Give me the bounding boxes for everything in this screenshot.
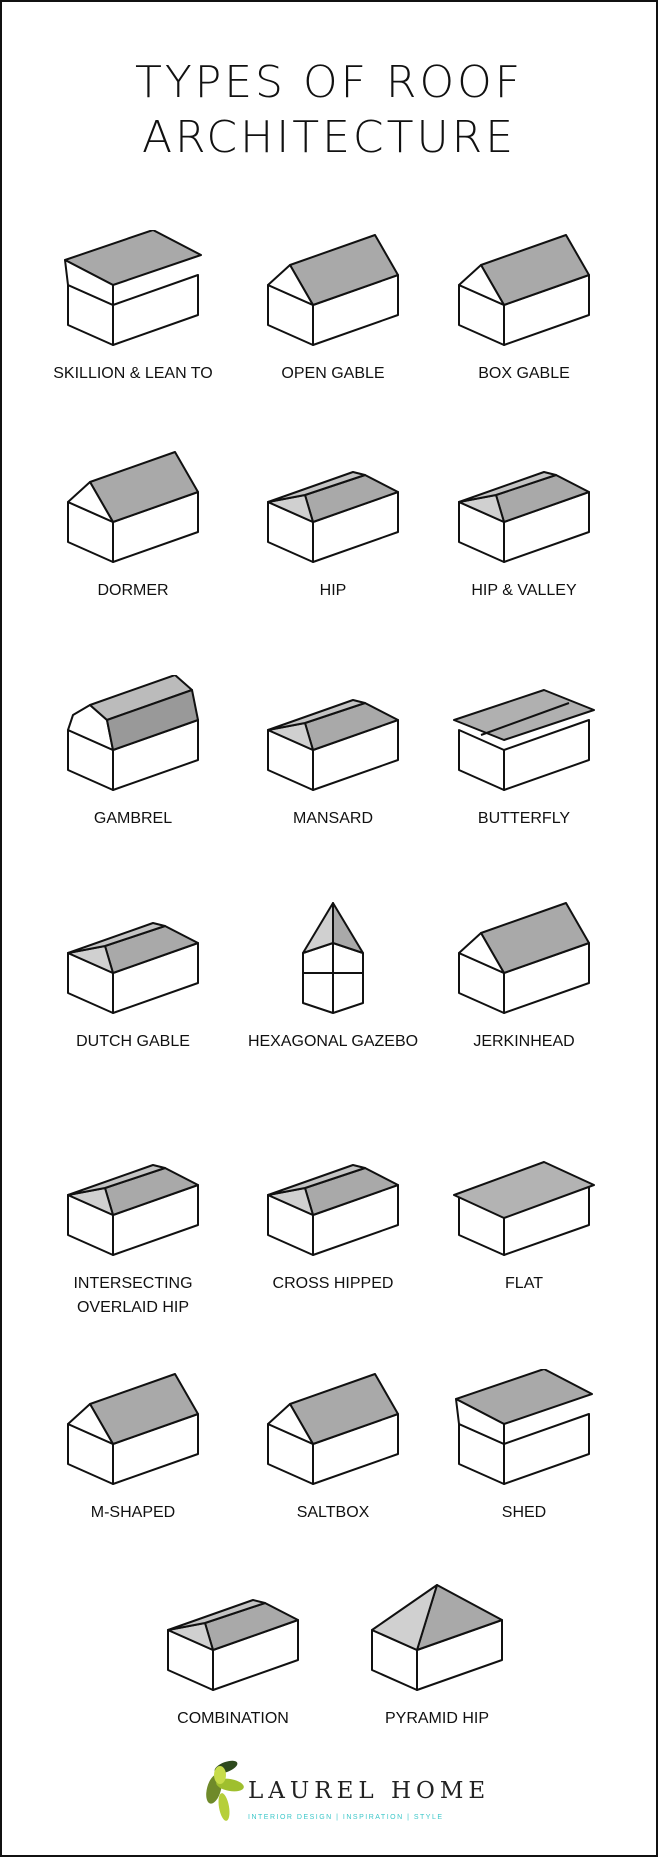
roof-type-item: SKILLION & LEAN TO bbox=[33, 230, 233, 386]
roof-type-label: PYRAMID HIP bbox=[384, 1710, 489, 1727]
hip-roof-icon bbox=[67, 1164, 199, 1256]
roof-type-label: M-SHAPED bbox=[90, 1504, 176, 1521]
roof-type-label: JERKINHEAD bbox=[473, 1033, 575, 1050]
roof-type-label: OPEN GABLE bbox=[281, 365, 385, 382]
roof-type-item: CROSS HIPPED bbox=[233, 1140, 433, 1296]
hip-roof-icon bbox=[267, 699, 399, 791]
roof-type-label: SALTBOX bbox=[296, 1504, 370, 1521]
roof-type-item: COMBINATION bbox=[133, 1575, 333, 1731]
hip-roof-icon bbox=[267, 471, 399, 563]
gable-roof-icon bbox=[267, 234, 399, 346]
roof-type-label: HEXAGONAL GAZEBO bbox=[247, 1033, 419, 1050]
logo-tagline: INTERIOR DESIGN | INSPIRATION | STYLE bbox=[248, 1814, 444, 1821]
roof-type-label: COMBINATION bbox=[177, 1710, 289, 1727]
roof-type-label: FLAT bbox=[505, 1275, 543, 1292]
roof-type-label: DORMER bbox=[97, 582, 169, 599]
roof-type-item: BUTTERFLY bbox=[424, 675, 624, 831]
butterfly-roof-icon bbox=[453, 689, 595, 791]
page-title-line-2: ARCHITECTURE bbox=[141, 112, 517, 163]
roof-type-label: MANSARD bbox=[292, 810, 373, 827]
roof-type-item: INTERSECTING OVERLAID HIP bbox=[33, 1140, 233, 1320]
roof-type-item: BOX GABLE bbox=[424, 230, 624, 386]
roof-type-label: DUTCH GABLE bbox=[76, 1033, 190, 1050]
laurel-home-logo: LAUREL HOME INTERIOR DESIGN | INSPIRATIO… bbox=[200, 1755, 530, 1835]
gable-roof-icon bbox=[458, 902, 590, 1014]
gambrel-roof-icon bbox=[67, 675, 199, 791]
laurel-leaves-icon bbox=[206, 1760, 244, 1821]
roof-type-label: GAMBREL bbox=[93, 810, 173, 827]
roof-type-item: HIP & VALLEY bbox=[424, 447, 624, 603]
gazebo-roof-icon bbox=[302, 902, 364, 1014]
roof-type-label: INTERSECTING OVERLAID HIP bbox=[73, 1275, 193, 1316]
flat-roof-icon bbox=[453, 1161, 595, 1256]
roof-type-label: SHED bbox=[501, 1504, 547, 1521]
hip-roof-icon bbox=[458, 471, 590, 563]
gable-roof-icon bbox=[267, 1373, 399, 1485]
roof-type-item: JERKINHEAD bbox=[424, 898, 624, 1054]
roof-type-item: MANSARD bbox=[233, 675, 433, 831]
roof-type-item: SALTBOX bbox=[233, 1369, 433, 1525]
page-title-line-1: TYPES OF ROOF bbox=[134, 57, 524, 108]
shed-roof-icon bbox=[64, 230, 202, 346]
gable-roof-icon bbox=[67, 451, 199, 563]
roof-type-item: FLAT bbox=[424, 1140, 624, 1296]
roof-type-item: M-SHAPED bbox=[33, 1369, 233, 1525]
roof-type-label: HIP & VALLEY bbox=[471, 582, 577, 599]
roof-type-label: BOX GABLE bbox=[478, 365, 570, 382]
roof-type-item: SHED bbox=[424, 1369, 624, 1525]
gable-roof-icon bbox=[458, 234, 590, 346]
roof-type-item: PYRAMID HIP bbox=[337, 1575, 537, 1731]
roof-type-label: CROSS HIPPED bbox=[272, 1275, 394, 1292]
hip-roof-icon bbox=[267, 1164, 399, 1256]
roof-type-label: SKILLION & LEAN TO bbox=[53, 365, 213, 382]
shed-roof-icon bbox=[455, 1369, 593, 1485]
roof-type-item: HIP bbox=[233, 447, 433, 603]
roof-type-item: DUTCH GABLE bbox=[33, 898, 233, 1054]
gable-roof-icon bbox=[67, 1373, 199, 1485]
roof-type-label: HIP bbox=[319, 582, 347, 599]
roof-type-item: DORMER bbox=[33, 447, 233, 603]
roof-type-item: GAMBREL bbox=[33, 675, 233, 831]
hip-roof-icon bbox=[67, 922, 199, 1014]
roof-type-item: HEXAGONAL GAZEBO bbox=[233, 898, 433, 1054]
roof-type-label: BUTTERFLY bbox=[477, 810, 571, 827]
hip-roof-icon bbox=[167, 1599, 299, 1691]
roof-type-item: OPEN GABLE bbox=[233, 230, 433, 386]
pyramid-roof-icon bbox=[371, 1584, 503, 1691]
logo-name: LAUREL HOME bbox=[248, 1778, 491, 1804]
